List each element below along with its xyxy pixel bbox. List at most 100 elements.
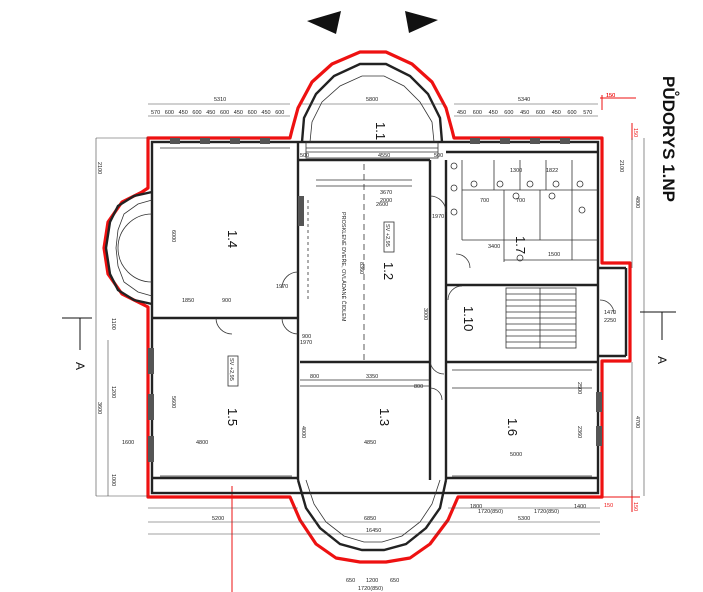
dim-1000: 1000 xyxy=(110,474,116,486)
dim-2500: 2500 xyxy=(576,382,582,394)
dim-1200: 1200 xyxy=(110,386,116,398)
room-label-1-3: 1.3 xyxy=(377,408,392,426)
dim-1600: 1600 xyxy=(122,440,134,446)
dim-1720a: 1720(850) xyxy=(478,509,503,515)
dim-bottom-right-room: 5000 xyxy=(510,452,522,458)
dim-top-right-segment-4: 450 xyxy=(520,110,529,116)
title-text: PŮDORYS 1.NP xyxy=(659,76,679,202)
dim-top-right-segment-1: 600 xyxy=(473,110,482,116)
dim-1470: 1470 xyxy=(604,310,616,316)
dim-top-right-segment-2: 450 xyxy=(489,110,498,116)
dim-hall-w: 3670 xyxy=(380,190,392,196)
dim-top-left-segment-5: 600 xyxy=(220,110,229,116)
room-label-1-1: 1.1 xyxy=(373,122,388,140)
room-label-1-7: 1.7 xyxy=(513,236,528,254)
red-mark-right-lower: 150 xyxy=(632,502,638,511)
dim-bottom-total-l: 5200 xyxy=(212,516,224,522)
red-mark-bottom-right: 150 xyxy=(604,503,613,509)
dim-900b: 900 xyxy=(302,334,311,340)
dim-top-left: 5310 xyxy=(214,97,226,103)
dim-entry-top: 4550 xyxy=(378,153,390,159)
dim-bottom-total-c: 6850 xyxy=(364,516,376,522)
dim-bottom-apse-r: 650 xyxy=(390,578,399,584)
dim-2600: 2600 xyxy=(376,202,388,208)
dim-top-left-segment-3: 600 xyxy=(192,110,201,116)
room-label-1-6: 1.6 xyxy=(505,418,520,436)
red-mark-right-upper: 150 xyxy=(632,128,638,137)
room-label-1-5: 1.5 xyxy=(225,408,240,426)
dim-top-center: 5800 xyxy=(366,97,378,103)
dim-top-right-segment-8: 570 xyxy=(583,110,592,116)
dim-top-right-segment-7: 600 xyxy=(567,110,576,116)
room-label-1-2: 1.2 xyxy=(381,262,396,280)
corridor-note: PROSKLENÉ DVEŘE, OVLÁDANÉ ČIDLEM xyxy=(340,212,348,322)
dim-top-right-segment-5: 600 xyxy=(536,110,545,116)
dim-bottom-total-r: 5300 xyxy=(518,516,530,522)
dim-1822: 1822 xyxy=(546,168,558,174)
dim-1500: 1500 xyxy=(548,252,560,258)
dim-top-left-segment-2: 450 xyxy=(179,110,188,116)
dim-800b: 800 xyxy=(414,384,423,390)
dim-1100: 1100 xyxy=(110,318,116,330)
dim-1720b: 1720(850) xyxy=(534,509,559,515)
level-label-left: SV +2,95 xyxy=(228,358,234,381)
dim-2360: 2360 xyxy=(576,426,582,438)
dim-top-left-segment-7: 600 xyxy=(248,110,257,116)
dim-3600: 3600 xyxy=(96,402,102,414)
dim-bottom-apse-l: 650 xyxy=(346,578,355,584)
room-label-1-10: 1.10 xyxy=(461,306,476,331)
dim-hall-w2: 2000 xyxy=(380,198,392,204)
dim-4000: 4000 xyxy=(300,426,306,438)
dim-1850: 1850 xyxy=(182,298,194,304)
dim-top-left-segment-4: 450 xyxy=(206,110,215,116)
section-mark-left: A xyxy=(62,317,92,370)
level-label-hall: SV +2,95 xyxy=(384,224,390,247)
dim-bottom-overall: 16450 xyxy=(366,528,381,534)
svg-text:A: A xyxy=(655,356,669,364)
dim-top-right-segment-3: 600 xyxy=(504,110,513,116)
dim-700b: 700 xyxy=(516,198,525,204)
dim-3350: 3350 xyxy=(366,374,378,380)
building-outline xyxy=(102,50,632,564)
dim-bottom-center-room: 4850 xyxy=(364,440,376,446)
dim-top-left-segment-9: 600 xyxy=(275,110,284,116)
walls xyxy=(104,62,628,552)
dim-center-tall: 8360 xyxy=(358,262,364,274)
dim-top-left-segment-6: 450 xyxy=(234,110,243,116)
dim-left-h: 2100 xyxy=(96,162,102,174)
stairs xyxy=(506,288,576,348)
dim-1400: 1400 xyxy=(574,504,586,510)
dim-800a: 800 xyxy=(310,374,319,380)
dim-2250: 2250 xyxy=(604,318,616,324)
north-arrow-right-icon xyxy=(405,11,438,33)
north-arrow-left-icon xyxy=(307,11,341,34)
dim-top-right-segment-6: 450 xyxy=(552,110,561,116)
dim-1970c: 1970 xyxy=(300,340,312,346)
dim-1300: 1300 xyxy=(510,168,522,174)
svg-text:A: A xyxy=(73,362,87,370)
dim-1970b: 1970 xyxy=(276,284,288,290)
dim-top-left-segment-8: 450 xyxy=(261,110,270,116)
dim-right-h3: 2100 xyxy=(618,160,624,172)
dim-1800: 1800 xyxy=(470,504,482,510)
dim-top-right: 5340 xyxy=(518,97,530,103)
dim-left-tall: 6000 xyxy=(170,230,176,242)
dimension-lines xyxy=(95,103,645,535)
dim-entry-r: 500 xyxy=(434,153,443,159)
dim-right-h1: 4800 xyxy=(634,196,640,208)
dim-bottom-apse: 1200 xyxy=(366,578,378,584)
red-mark-top-right: 150 xyxy=(606,93,615,99)
section-mark-right: A xyxy=(640,311,676,364)
dim-right-h2: 4700 xyxy=(634,416,640,428)
dim-5600: 5600 xyxy=(170,396,176,408)
dim-top-left-segment-0: 570 xyxy=(151,110,160,116)
svg-text:150: 150 xyxy=(606,93,615,99)
dim-1970a: 1970 xyxy=(432,214,444,220)
dim-entry-l: 500 xyxy=(300,153,309,159)
dim-3400: 3400 xyxy=(488,244,500,250)
dim-top-left-segment-1: 600 xyxy=(165,110,174,116)
dim-top-right-segment-0: 450 xyxy=(457,110,466,116)
dim-900a: 900 xyxy=(222,298,231,304)
dim-bottom-left-room: 4800 xyxy=(196,440,208,446)
